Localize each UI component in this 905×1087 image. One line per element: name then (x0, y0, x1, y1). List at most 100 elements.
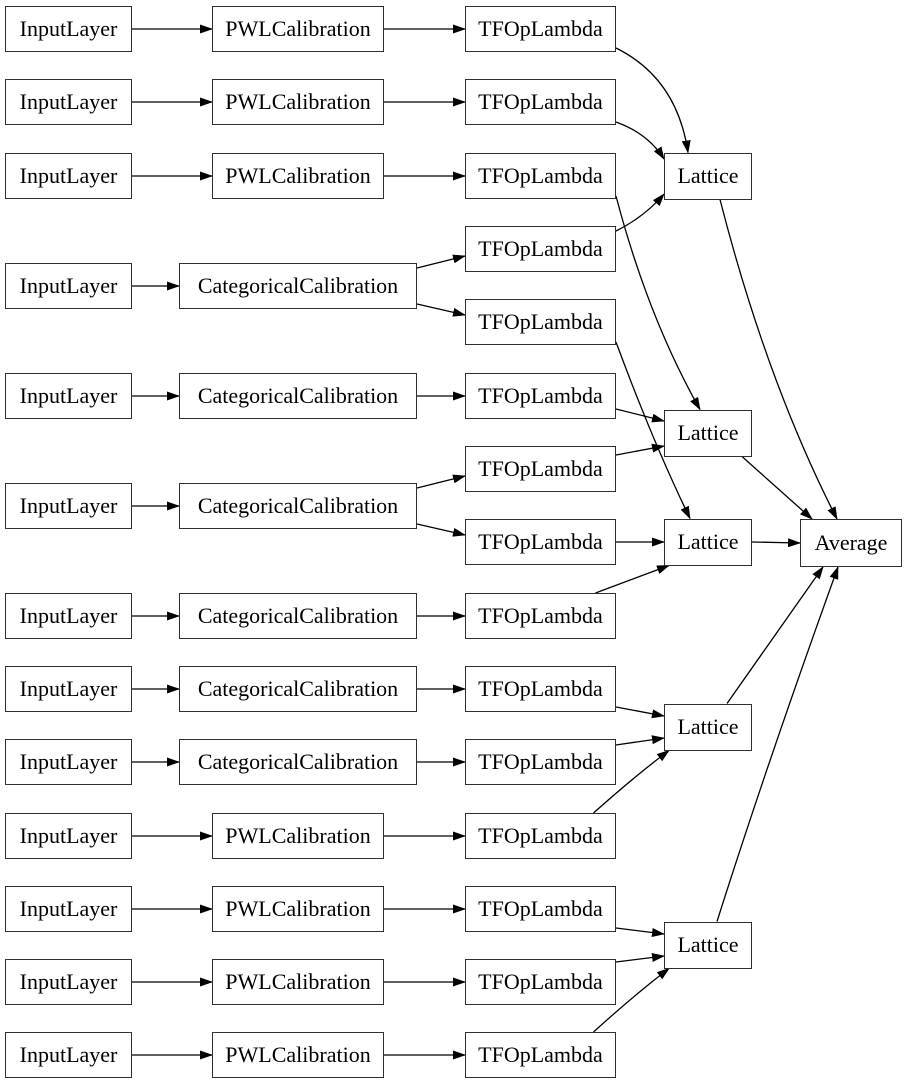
node-average: Average (800, 519, 902, 567)
node-pwl: PWLCalibration (212, 153, 384, 199)
node-label: InputLayer (19, 969, 118, 994)
edge-lat4-to-avg (726, 566, 824, 704)
node-pwl: PWLCalibration (212, 79, 384, 125)
edge-cal6-to-tf7 (416, 474, 466, 489)
edge-cal6-to-tf8 (416, 523, 466, 537)
node-pwl: PWLCalibration (212, 886, 384, 932)
node-lambda: TFOpLambda (465, 373, 616, 419)
node-label: TFOpLambda (478, 749, 603, 774)
node-label: PWLCalibration (225, 89, 371, 114)
edge-cal4-to-tf4 (416, 254, 466, 269)
node-input: InputLayer (5, 483, 132, 529)
edge-lat5-to-avg (716, 566, 839, 922)
node-label: TFOpLambda (478, 896, 603, 921)
node-lattice: Lattice (664, 152, 752, 200)
node-label: CategoricalCalibration (197, 749, 399, 774)
node-input: InputLayer (5, 373, 132, 419)
edge-tf2-to-lat1 (615, 121, 665, 160)
node-lambda: TFOpLambda (465, 666, 616, 712)
node-label: Lattice (677, 932, 739, 957)
edge-tf5-to-lat3 (615, 341, 691, 520)
node-lattice: Lattice (664, 703, 752, 751)
edge-tf14-to-lat5 (615, 953, 665, 963)
node-lambda: TFOpLambda (465, 6, 616, 52)
node-label: TFOpLambda (478, 383, 603, 408)
node-label: TFOpLambda (478, 309, 603, 334)
edge-tf3-to-lat2 (615, 195, 701, 411)
edge-tf7-to-lat2 (615, 443, 665, 456)
node-label: TFOpLambda (478, 456, 603, 481)
node-label: InputLayer (19, 273, 118, 298)
node-label: TFOpLambda (478, 823, 603, 848)
node-label: TFOpLambda (478, 603, 603, 628)
edge-lat3-to-avg (751, 538, 801, 548)
node-label: CategoricalCalibration (197, 603, 399, 628)
node-label: CategoricalCalibration (197, 676, 399, 701)
node-lattice: Lattice (664, 921, 752, 969)
node-input: InputLayer (5, 6, 132, 52)
node-label: TFOpLambda (478, 969, 603, 994)
node-label: PWLCalibration (225, 16, 371, 41)
node-label: PWLCalibration (225, 969, 371, 994)
node-label: InputLayer (19, 1042, 118, 1067)
node-label: TFOpLambda (478, 89, 603, 114)
node-label: InputLayer (19, 89, 118, 114)
node-label: InputLayer (19, 163, 118, 188)
node-lattice: Lattice (664, 409, 752, 457)
edge-tf10-to-lat4 (615, 706, 665, 719)
edge-cal4-to-tf5 (416, 303, 466, 317)
node-input: InputLayer (5, 79, 132, 125)
node-cat: CategoricalCalibration (179, 666, 417, 712)
node-input: InputLayer (5, 886, 132, 932)
node-label: InputLayer (19, 896, 118, 921)
node-lambda: TFOpLambda (465, 226, 616, 272)
node-label: CategoricalCalibration (197, 493, 399, 518)
node-cat: CategoricalCalibration (179, 593, 417, 639)
node-input: InputLayer (5, 959, 132, 1005)
node-input: InputLayer (5, 153, 132, 199)
node-lambda: TFOpLambda (465, 446, 616, 492)
node-cat: CategoricalCalibration (179, 483, 417, 529)
node-lambda: TFOpLambda (465, 299, 616, 345)
node-cat: CategoricalCalibration (179, 263, 417, 309)
node-lambda: TFOpLambda (465, 1032, 616, 1078)
edge-tf6-to-lat2 (615, 408, 665, 423)
node-label: Lattice (677, 529, 739, 554)
edge-tf13-to-lat5 (615, 927, 665, 937)
node-lambda: TFOpLambda (465, 886, 616, 932)
node-label: TFOpLambda (478, 1042, 603, 1067)
node-pwl: PWLCalibration (212, 813, 384, 859)
node-label: PWLCalibration (225, 823, 371, 848)
node-label: InputLayer (19, 823, 118, 848)
edge-tf12-to-lat4 (593, 749, 670, 814)
node-cat: CategoricalCalibration (179, 739, 417, 785)
node-lambda: TFOpLambda (465, 79, 616, 125)
node-input: InputLayer (5, 739, 132, 785)
node-label: CategoricalCalibration (197, 273, 399, 298)
node-lattice: Lattice (664, 518, 752, 566)
node-pwl: PWLCalibration (212, 6, 384, 52)
edge-lat1-to-avg (719, 199, 838, 520)
node-lambda: TFOpLambda (465, 739, 616, 785)
node-label: PWLCalibration (225, 163, 371, 188)
node-lambda: TFOpLambda (465, 813, 616, 859)
node-label: TFOpLambda (478, 236, 603, 261)
node-pwl: PWLCalibration (212, 1032, 384, 1078)
node-label: TFOpLambda (478, 16, 603, 41)
node-input: InputLayer (5, 593, 132, 639)
edge-tf15-to-lat5 (593, 967, 670, 1033)
node-label: PWLCalibration (225, 1042, 371, 1067)
node-label: InputLayer (19, 676, 118, 701)
node-label: Lattice (677, 420, 739, 445)
node-label: InputLayer (19, 16, 118, 41)
edge-tf4-to-lat1 (615, 193, 665, 232)
node-input: InputLayer (5, 263, 132, 309)
node-input: InputLayer (5, 1032, 132, 1078)
node-label: Average (814, 530, 888, 555)
node-label: PWLCalibration (225, 896, 371, 921)
node-input: InputLayer (5, 813, 132, 859)
node-label: TFOpLambda (478, 163, 603, 188)
node-label: InputLayer (19, 603, 118, 628)
